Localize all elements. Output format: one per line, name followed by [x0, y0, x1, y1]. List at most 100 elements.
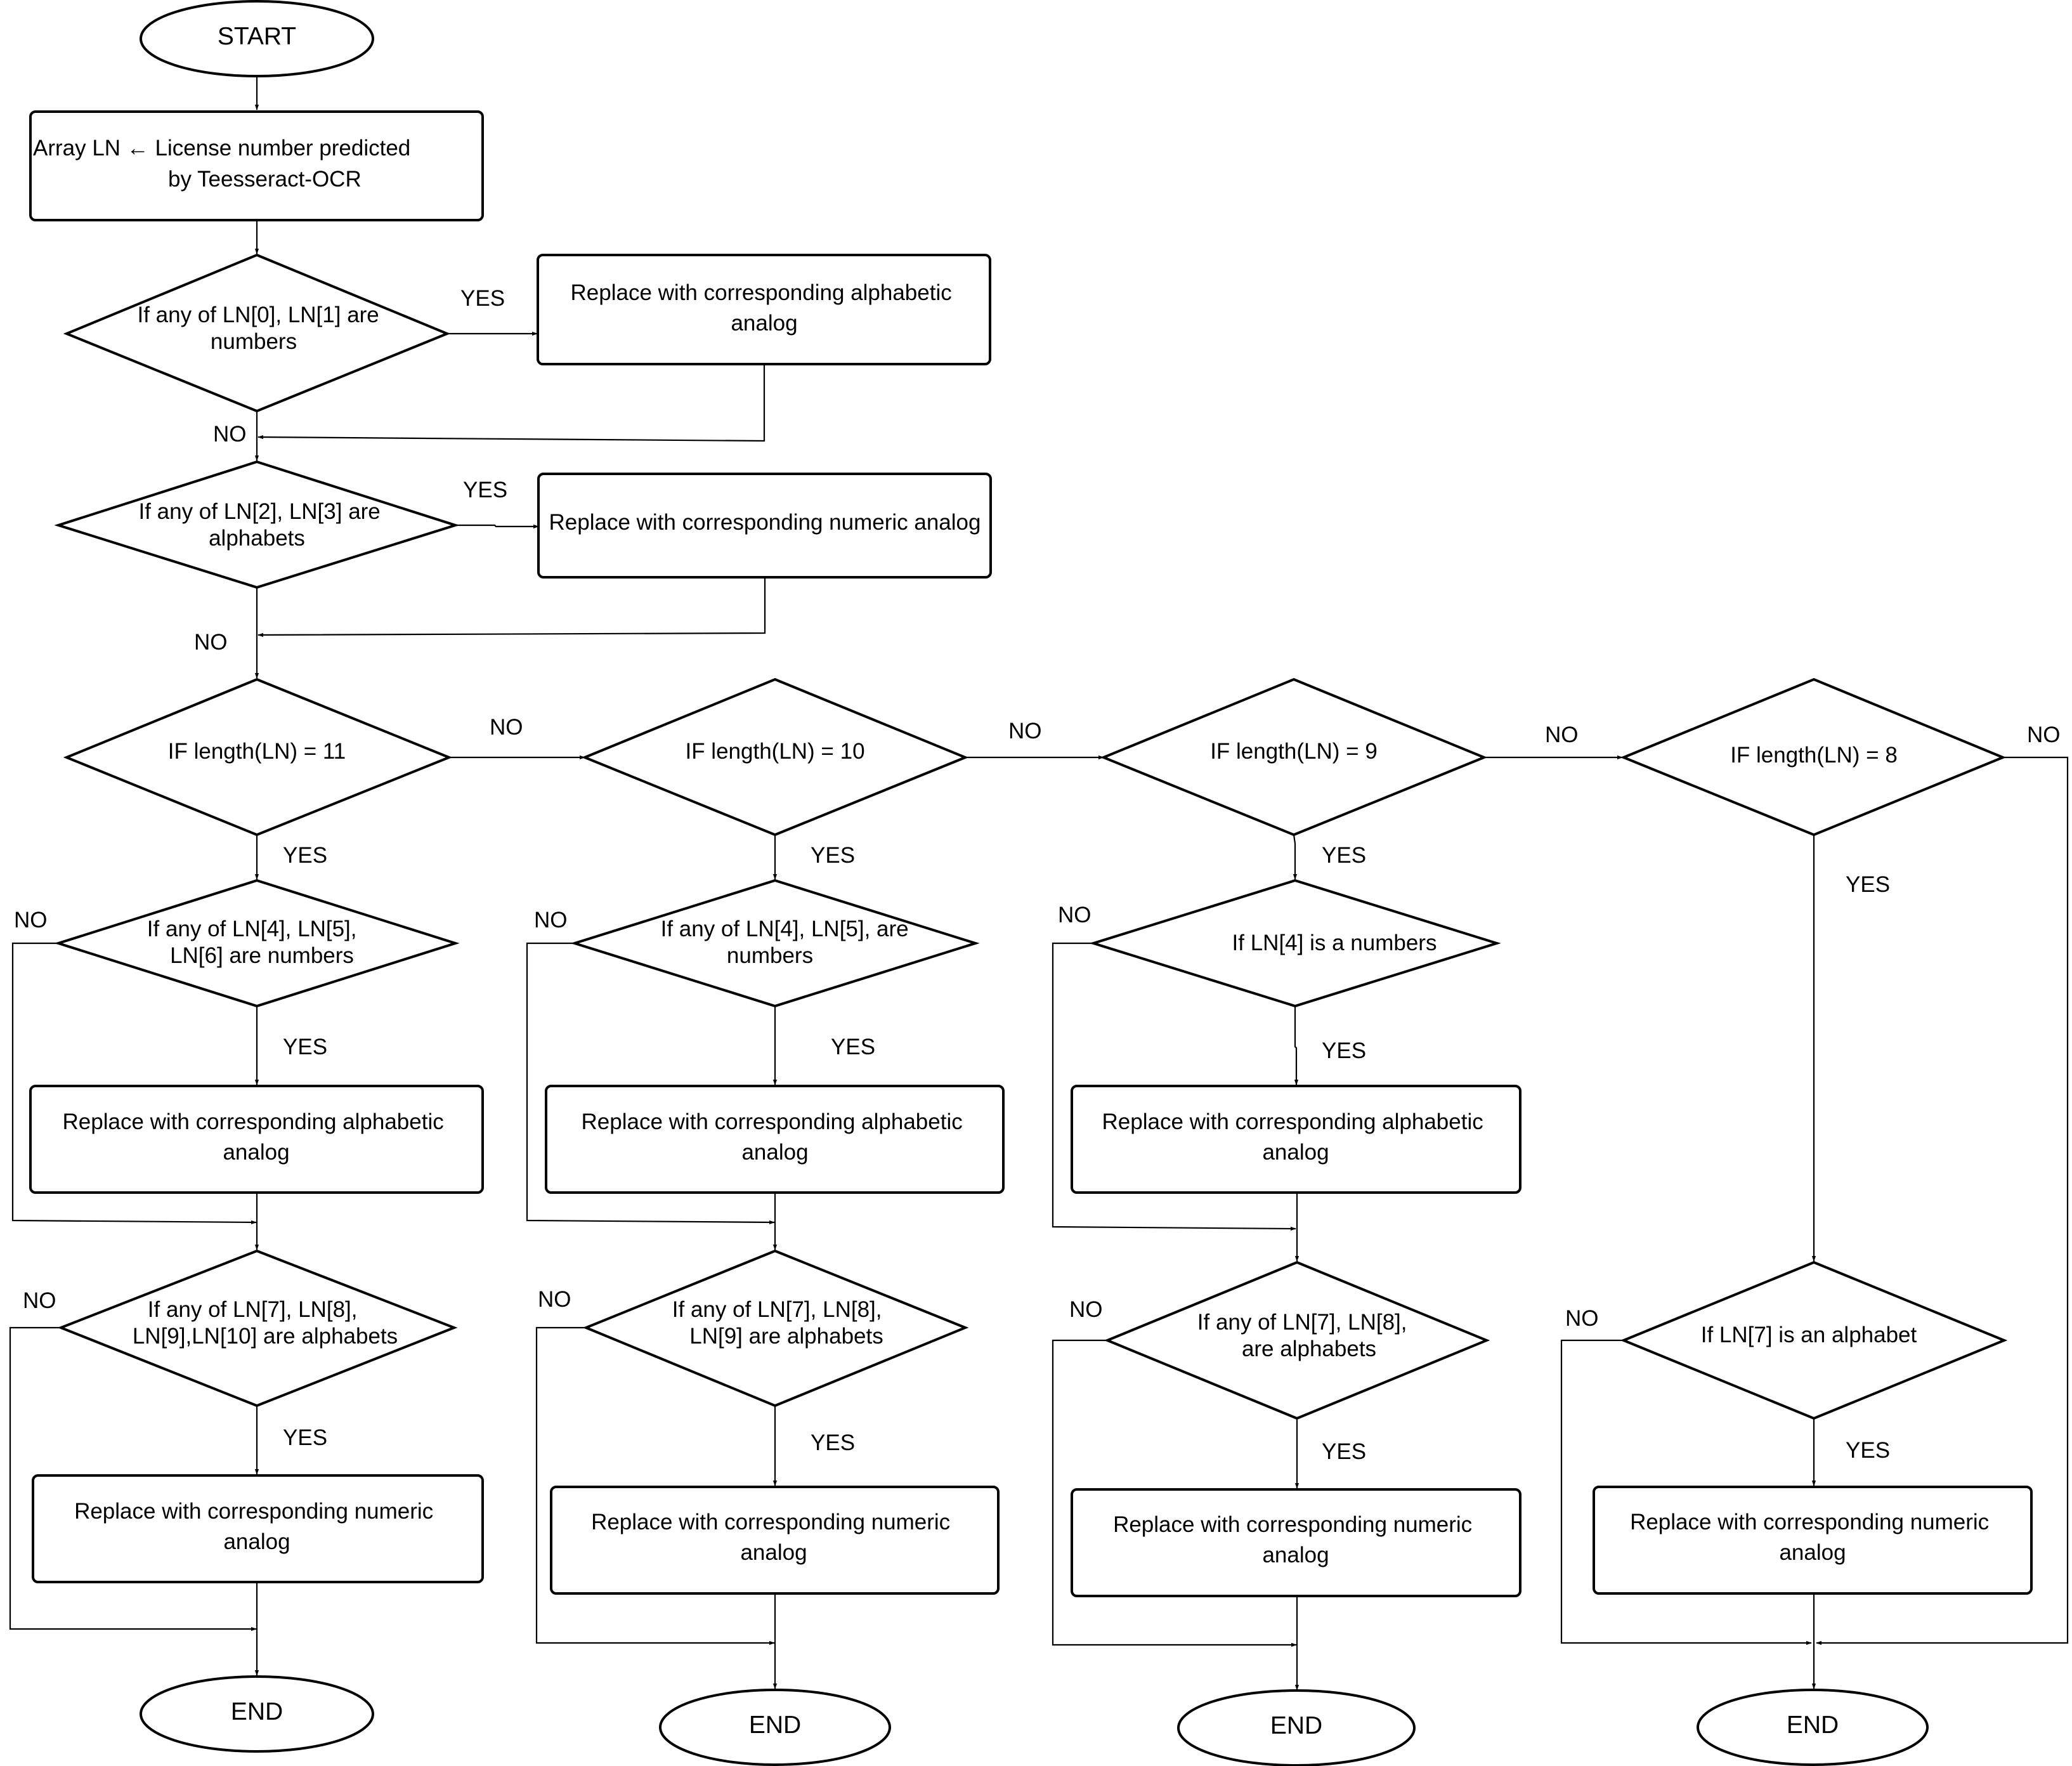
end-label-11: END — [231, 1698, 283, 1725]
decision-c10-numbers-text: If any of LN[4], LN[5], are numbers — [661, 917, 915, 968]
edge-c9-d2-no — [1052, 1339, 1297, 1647]
decision-c11-alphabets — [57, 1249, 458, 1408]
process-first-text: Replace with corresponding alphabetic an… — [571, 280, 958, 336]
process-first-line-1: Replace with corresponding alphabetic — [571, 280, 952, 305]
process-c9-alphabetic — [1071, 1085, 1521, 1194]
edge-labels: YES NO YES NO NO NO NO NO YES NO YES NO … — [14, 286, 2061, 1464]
init-line-1: Array LN ← License number predicted — [33, 136, 410, 160]
decision-c9-alphabets-line-1: If any of LN[7], LN[8], — [1197, 1310, 1407, 1335]
decision-c10-numbers — [570, 879, 980, 1008]
decision-c11-alphabets-line-2: LN[9],LN[10] are alphabets — [133, 1324, 398, 1349]
edge-c9-d1-no — [1052, 942, 1296, 1231]
decision-c9-alphabets-text: If any of LN[7], LN[8], are alphabets — [1197, 1310, 1413, 1361]
decision-first-numbers — [63, 253, 451, 413]
decision-c8-alphabet-text: If LN[7] is an alphabet — [1701, 1323, 1917, 1347]
edge-c11-d2-no — [9, 1326, 257, 1632]
label-c11-d2-no: NO — [23, 1288, 56, 1313]
label-len8-yes: YES — [1846, 872, 1890, 897]
process-c9-numeric-line-1: Replace with corresponding numeric — [1113, 1512, 1472, 1537]
end-label-10: END — [749, 1711, 801, 1739]
process-c8-numeric-line-1: Replace with corresponding numeric — [1630, 1510, 1989, 1534]
decision-c9-numbers-text: If LN[4] is a numbers — [1232, 931, 1437, 955]
process-c9-numeric — [1071, 1488, 1521, 1597]
decision-c9-alphabets — [1104, 1260, 1490, 1420]
label-c11-d1-yes: YES — [283, 1035, 327, 1059]
edge-c10-d1-no — [526, 942, 775, 1225]
process-second-text: Replace with corresponding numeric analo… — [549, 510, 981, 535]
process-c9-alphabetic-line-2: analog — [1262, 1140, 1329, 1165]
decision-c11-alphabets-line-1: If any of LN[7], LN[8], — [148, 1297, 358, 1322]
label-c9-d1-yes: YES — [1322, 1038, 1366, 1063]
end-label-9: END — [1270, 1712, 1322, 1739]
process-c11-numeric — [32, 1474, 484, 1583]
decision-second-line-2: alphabets — [209, 526, 305, 551]
end-terminal-10 — [659, 1689, 891, 1766]
decision-c10-alphabets — [582, 1249, 969, 1408]
edges — [9, 77, 2069, 1691]
process-first-line-2: analog — [731, 311, 797, 336]
decision-first-text: If any of LN[0], LN[1] are numbers — [137, 303, 385, 354]
end-terminal-9 — [1177, 1689, 1416, 1766]
decision-length-11-text: IF length(LN) = 11 — [168, 739, 346, 764]
process-c8-numeric — [1593, 1486, 2033, 1595]
process-c8-numeric-text: Replace with corresponding numeric analo… — [1630, 1510, 1995, 1565]
process-c11-alphabetic — [29, 1085, 484, 1194]
label-c11-d1-no: NO — [14, 908, 48, 932]
label-len10-no: NO — [1008, 719, 1042, 743]
decision-c10-alphabets-text: If any of LN[7], LN[8], LN[9] are alphab… — [672, 1297, 888, 1349]
init-text: Array LN ← License number predicted by T… — [33, 136, 417, 192]
decision-length-11 — [63, 677, 453, 837]
decision-c9-numbers — [1089, 879, 1501, 1008]
decision-second-text: If any of LN[2], LN[3] are alphabets — [138, 499, 386, 551]
label-first-yes: YES — [460, 286, 505, 311]
label-c10-d2-no: NO — [538, 1287, 571, 1312]
label-c9-d1-no: NO — [1058, 903, 1091, 927]
label-len9-yes: YES — [1322, 843, 1366, 868]
decision-c11-numbers-text: If any of LN[4], LN[5], LN[6] are number… — [147, 917, 363, 968]
end-terminal-8 — [1697, 1689, 1929, 1766]
process-c10-numeric-line-1: Replace with corresponding numeric — [591, 1510, 950, 1534]
end-label-8: END — [1787, 1711, 1839, 1739]
label-second-yes: YES — [463, 478, 507, 502]
decision-length-9 — [1100, 677, 1488, 837]
process-c10-alphabetic — [545, 1085, 1005, 1194]
decision-length-8-text: IF length(LN) = 8 — [1730, 743, 1898, 768]
decision-length-10-text: IF length(LN) = 10 — [685, 739, 864, 764]
init-process — [29, 110, 484, 221]
process-c11-alphabetic-text: Replace with corresponding alphabetic an… — [63, 1109, 450, 1165]
process-second-numeric — [537, 473, 992, 579]
edge-len9-yes — [1293, 834, 1298, 880]
label-c8-d2-no: NO — [1565, 1306, 1599, 1331]
label-len11-no: NO — [490, 715, 523, 740]
label-len11-yes: YES — [283, 843, 327, 868]
process-c11-numeric-line-2: analog — [223, 1529, 290, 1554]
end-terminal-11 — [140, 1675, 374, 1753]
label-len9-no: NO — [1545, 723, 1579, 747]
label-c10-d1-no: NO — [534, 908, 568, 932]
label-c10-d1-yes: YES — [831, 1035, 875, 1059]
label-len8-no: NO — [2027, 723, 2061, 747]
process-c8-numeric-line-2: analog — [1779, 1540, 1846, 1565]
label-c10-d2-yes: YES — [811, 1430, 855, 1455]
process-c10-alphabetic-text: Replace with corresponding alphabetic an… — [582, 1109, 969, 1165]
edge-first-return — [257, 364, 766, 442]
decision-c9-alphabets-line-2: are alphabets — [1242, 1337, 1376, 1361]
process-c10-numeric-line-2: analog — [740, 1540, 807, 1565]
process-c10-numeric-text: Replace with corresponding numeric analo… — [591, 1510, 956, 1565]
decision-c11-numbers-line-2: LN[6] are numbers — [170, 943, 354, 968]
init-line-2: by Teesseract-OCR — [168, 167, 362, 192]
edge-second-return — [257, 577, 766, 638]
label-second-no: NO — [194, 630, 228, 655]
decision-second-alphabets — [54, 460, 460, 589]
decision-first-line-1: If any of LN[0], LN[1] are — [137, 303, 379, 327]
process-c9-alphabetic-text: Replace with corresponding alphabetic an… — [1102, 1109, 1490, 1165]
label-len10-yes: YES — [811, 843, 855, 868]
edge-c10-d2-no — [535, 1326, 775, 1645]
process-second-line-1: Replace with corresponding numeric analo… — [549, 510, 981, 535]
process-c10-alphabetic-line-2: analog — [741, 1140, 808, 1165]
decision-second-line-1: If any of LN[2], LN[3] are — [138, 499, 380, 524]
nodes: START Array LN ← License number predicte… — [29, 0, 2033, 1766]
decision-c10-numbers-line-1: If any of LN[4], LN[5], are — [661, 917, 909, 941]
process-first-alphabetic — [537, 254, 991, 365]
